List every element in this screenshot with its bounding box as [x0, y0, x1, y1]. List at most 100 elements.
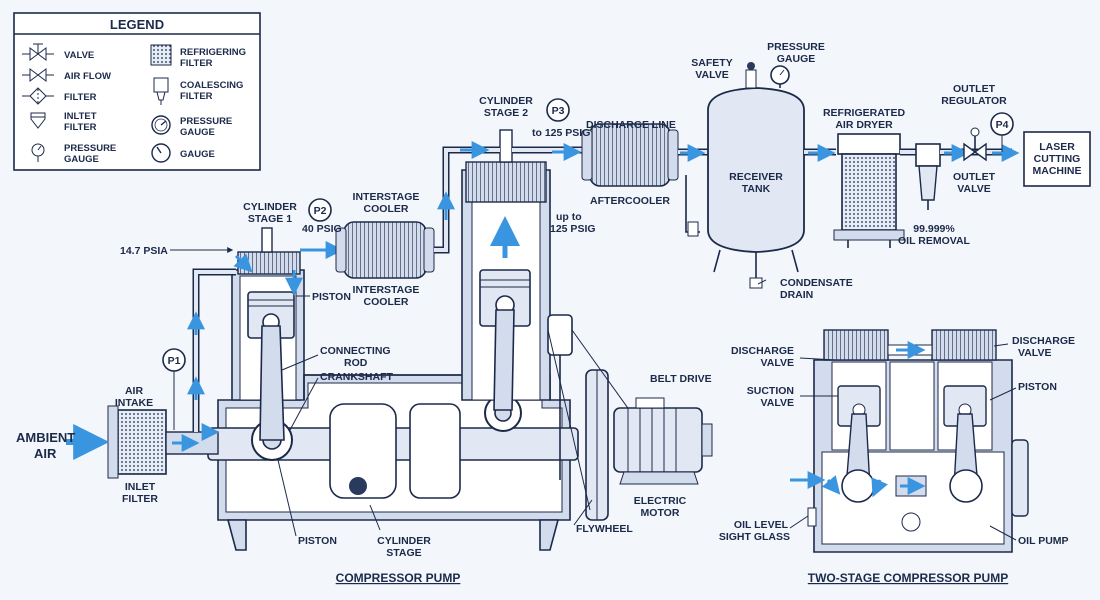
- legend-filter: FILTER: [64, 92, 97, 103]
- ambient-air-label-1: AMBIENT: [16, 430, 75, 445]
- receiver-tank-unit: [707, 62, 805, 289]
- two-stage-discharge-left-1: DISCHARGE: [731, 345, 794, 357]
- p2-label: P2: [314, 205, 327, 217]
- inlet-filter-icon: [30, 112, 46, 129]
- inlet-filter-unit: [107, 405, 219, 479]
- oil-removal-label-2: OIL REMOVAL: [898, 235, 971, 247]
- outlet-valve-label-2: VALVE: [957, 183, 990, 195]
- laser-cutting-machine: [1023, 131, 1091, 187]
- oil-level-label-2: SIGHT GLASS: [719, 531, 790, 543]
- piston-bottom-label: PISTON: [298, 535, 337, 547]
- cyl2-label-1: CYLINDER: [479, 95, 533, 107]
- cylinder-stage-label-2: STAGE: [386, 547, 421, 559]
- condensate-label-1: CONDENSATE: [780, 277, 853, 289]
- dryer-label-2: AIR DRYER: [835, 119, 893, 131]
- connecting-rod-label-2: ROD: [344, 357, 368, 369]
- crank-web-1: [329, 403, 397, 499]
- legend-air-flow: AIR FLOW: [64, 71, 111, 82]
- inlet-filter-label-2: FILTER: [122, 493, 158, 505]
- inlet-filter-label-1: INLET: [125, 481, 156, 493]
- two-stage-head-left: [823, 329, 889, 361]
- outlet-valve-unit: [963, 127, 987, 162]
- air-intake-label-2: INTAKE: [115, 397, 153, 409]
- pressure-gauge-label-1: PRESSURE: [767, 41, 825, 53]
- two-stage-head-right: [931, 329, 997, 361]
- legend-coalescing-1: COALESCING: [180, 80, 243, 91]
- cylinder-2-head: [465, 161, 547, 203]
- crank-web-2: [409, 403, 461, 499]
- filter-icon: [22, 87, 54, 105]
- interstage-cooler-unit: [335, 221, 435, 279]
- dryer-label-1: REFRIGERATED: [823, 107, 905, 119]
- gauge-icon: [151, 143, 171, 163]
- motor-label-1: ELECTRIC: [634, 495, 687, 507]
- interstage-top-1: INTERSTAGE: [353, 191, 420, 203]
- two-stage-piston-label: PISTON: [1018, 381, 1057, 393]
- compressor-pump: [66, 62, 1091, 551]
- p1-label: P1: [168, 355, 181, 367]
- legend-refrigering-2: FILTER: [180, 58, 213, 69]
- pressure-gauge-round-icon: [151, 115, 171, 135]
- legend-valve: VALVE: [64, 50, 94, 61]
- p3-label: P3: [552, 105, 565, 117]
- flywheel-label: FLYWHEEL: [576, 523, 633, 535]
- cyl1-label-1: CYLINDER: [243, 201, 297, 213]
- interstage-bottom-2: COOLER: [364, 296, 409, 308]
- interstage-bottom-1: INTERSTAGE: [353, 284, 420, 296]
- p4-label: P4: [996, 119, 1009, 131]
- crankshaft-label: CRANKSHAFT: [320, 371, 393, 383]
- motor-label-2: MOTOR: [641, 507, 680, 519]
- coalescing-filter-icon: [153, 77, 169, 105]
- cylinder-stage-label-1: CYLINDER: [377, 535, 431, 547]
- outlet-valve-label-1: OUTLET: [953, 171, 996, 183]
- upto-label-2: 125 PSIG: [550, 223, 596, 235]
- legend-pressure-round-2: GAUGE: [180, 127, 215, 138]
- cyl2-label-2: STAGE 2: [484, 107, 528, 119]
- aftercooler-unit: [581, 123, 679, 187]
- oil-removal-label-1: 99.999%: [913, 223, 955, 235]
- psia-label: 14.7 PSIA: [120, 245, 168, 257]
- cylinder-1-head: [237, 251, 301, 275]
- legend: LEGEND VALVE AIR FLOW FILTER INLTET FILT…: [13, 12, 261, 171]
- connecting-rod-2: [493, 309, 515, 411]
- piston-top-label: PISTON: [312, 291, 351, 303]
- condensate-label-2: DRAIN: [780, 289, 813, 301]
- legend-pressure-gauge-1: PRESSURE: [64, 143, 116, 154]
- air-flow-icon: [22, 68, 54, 82]
- ambient-air-label-2: AIR: [34, 446, 57, 461]
- legend-inlet-filter-2: FILTER: [64, 122, 97, 133]
- discharge-line-label: DISCHARGE LINE: [586, 119, 676, 131]
- belt-pulley: [547, 314, 573, 356]
- psig40-label: 40 PSIG: [302, 223, 342, 235]
- receiver-label-1: RECEIVER: [729, 171, 783, 183]
- two-stage-caption: TWO-STAGE COMPRESSOR PUMP: [808, 571, 1008, 585]
- legend-title: LEGEND: [110, 17, 164, 32]
- legend-coalescing-2: FILTER: [180, 91, 213, 102]
- outlet-regulator-label-2: REGULATOR: [941, 95, 1007, 107]
- two-stage-compressor: [789, 329, 1029, 553]
- legend-gauge: GAUGE: [180, 149, 215, 160]
- legend-refrigering-1: REFRIGERING: [180, 47, 246, 58]
- belt-drive-label: BELT DRIVE: [650, 373, 712, 385]
- cyl1-label-2: STAGE 1: [248, 213, 292, 225]
- psig125-label: to 125 PSIG: [532, 127, 590, 139]
- connecting-rod-1: [259, 325, 285, 441]
- valve-icon: [22, 43, 54, 61]
- compressor-pump-caption: COMPRESSOR PUMP: [336, 571, 461, 585]
- safety-valve-label-1: SAFETY: [691, 57, 732, 69]
- laser-label-2: CUTTING: [1034, 153, 1081, 165]
- oil-level-label-1: OIL LEVEL: [734, 519, 789, 531]
- two-stage-discharge-right-1: DISCHARGE: [1012, 335, 1075, 347]
- two-stage-discharge-left-2: VALVE: [761, 357, 794, 369]
- refrigering-filter-icon: [150, 44, 172, 66]
- left-foot: [226, 519, 247, 551]
- right-foot: [539, 519, 560, 551]
- upto-label-1: up to: [556, 211, 582, 223]
- air-intake-label-1: AIR: [125, 385, 144, 397]
- safety-valve-label-2: VALVE: [695, 69, 728, 81]
- two-stage-suction-2: VALVE: [761, 397, 794, 409]
- refrigerated-dryer-unit: [833, 133, 905, 248]
- outlet-regulator-label-1: OUTLET: [953, 83, 996, 95]
